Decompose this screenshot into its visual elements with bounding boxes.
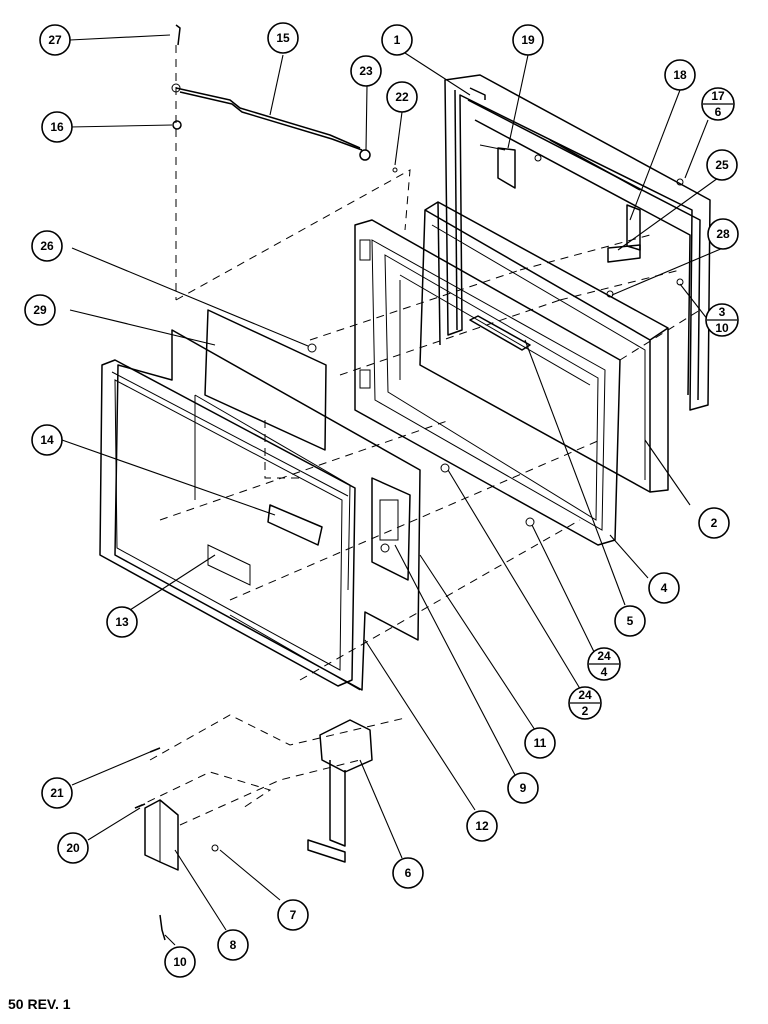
svg-text:25: 25 [715,158,729,172]
callout-21: 21 [41,777,73,809]
svg-text:19: 19 [521,33,535,47]
svg-text:28: 28 [716,227,730,241]
svg-text:8: 8 [230,938,237,952]
callout-17-over-6: 17 6 [701,87,735,121]
callout-26: 26 [31,230,63,262]
callout-9: 9 [507,772,539,804]
latch-assembly [134,463,535,941]
svg-text:1: 1 [394,33,401,47]
callout-8: 8 [217,929,249,961]
callout-15: 15 [267,22,299,54]
leader-lines [61,34,724,946]
part-2-door-panel [419,201,669,493]
svg-text:6: 6 [715,105,722,119]
callout-2: 2 [698,507,730,539]
svg-text:20: 20 [66,841,80,855]
svg-text:22: 22 [395,90,409,104]
callout-7: 7 [277,899,309,931]
hinge-brackets [307,144,684,353]
top-hardware [171,24,398,173]
svg-text:7: 7 [290,908,297,922]
part-13-front-frame [99,359,361,691]
svg-text:10: 10 [173,955,187,969]
svg-text:23: 23 [359,64,373,78]
svg-text:2: 2 [582,704,589,718]
svg-text:15: 15 [276,31,290,45]
svg-text:9: 9 [520,781,527,795]
svg-text:3: 3 [719,305,726,319]
callout-29: 29 [24,294,56,326]
callout-22: 22 [386,81,418,113]
svg-text:24: 24 [597,649,611,663]
svg-text:29: 29 [33,303,47,317]
callout-20: 20 [57,832,89,864]
revision-label: 50 REV. 1 [8,996,71,1012]
callout-1: 1 [381,24,413,56]
callout-19: 19 [512,24,544,56]
svg-text:26: 26 [40,239,54,253]
svg-text:17: 17 [711,89,725,103]
callout-25: 25 [706,149,738,181]
svg-text:24: 24 [578,688,592,702]
part-4-inner-frame [354,219,621,546]
callout-6: 6 [392,857,424,889]
callout-28: 28 [707,218,739,250]
callout-4: 4 [648,572,680,604]
callout-16: 16 [41,111,73,143]
svg-text:2: 2 [711,516,718,530]
svg-text:21: 21 [50,786,64,800]
svg-text:16: 16 [50,120,64,134]
svg-text:12: 12 [475,819,489,833]
callout-24-over-4: 24 4 [587,647,621,681]
callout-23: 23 [350,55,382,87]
svg-text:13: 13 [115,615,129,629]
part-1-rear-frame [444,74,711,411]
callout-24-over-2: 24 2 [568,686,602,720]
svg-text:4: 4 [661,581,668,595]
svg-text:4: 4 [601,665,608,679]
part-29-window-panel [204,309,327,451]
svg-text:5: 5 [627,614,634,628]
callout-14: 14 [31,424,63,456]
callout-12: 12 [466,810,498,842]
svg-text:27: 27 [48,33,62,47]
callout-3-over-10: 3 10 [705,303,739,337]
callout-11: 11 [524,727,556,759]
callout-27: 27 [39,24,71,56]
svg-text:11: 11 [534,736,547,750]
callout-5: 5 [614,605,646,637]
svg-text:14: 14 [40,433,54,447]
callout-18: 18 [664,59,696,91]
svg-text:10: 10 [715,321,729,335]
svg-text:6: 6 [405,866,412,880]
svg-text:18: 18 [673,68,687,82]
part-5-slot-bar [469,315,531,351]
callout-13: 13 [106,606,138,638]
part-11-control-board [371,477,411,581]
callout-10: 10 [164,946,196,978]
